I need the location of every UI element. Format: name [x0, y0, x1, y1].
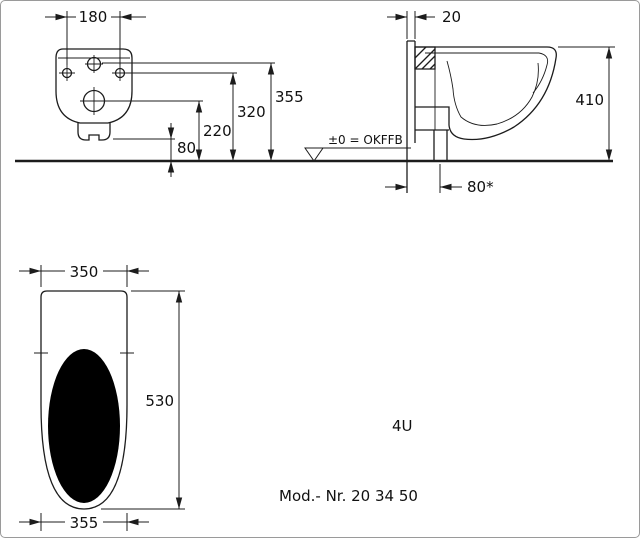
model-number-label: Mod.- Nr. 20 34 50 — [279, 487, 418, 505]
mounting-hole-left-icon — [59, 65, 75, 81]
variant-label: 4U — [392, 417, 413, 435]
drain-pipe — [433, 130, 448, 161]
dim-label-20: 20 — [442, 8, 461, 26]
bowl-cavity-line — [446, 60, 539, 126]
water-area-outline — [68, 381, 100, 409]
water-inlet-hole-icon — [85, 55, 103, 73]
dim-label-80-height: 80 — [177, 139, 196, 157]
dim-label-350: 350 — [70, 263, 99, 281]
wall-section-hatch — [414, 46, 436, 70]
side-view-dimensions: 20 410 80* ±0 = OKFFB — [304, 8, 615, 196]
annotations: 4U Mod.- Nr. 20 34 50 — [279, 417, 418, 505]
side-view — [406, 40, 557, 193]
wall-line — [406, 40, 416, 193]
dim-label-355-width: 355 — [70, 514, 99, 532]
dim-label-355-height: 355 — [275, 88, 304, 106]
mounting-hole-right-icon — [112, 65, 128, 81]
front-view — [55, 48, 133, 141]
bowl-front-outline — [55, 48, 133, 124]
dim-label-180: 180 — [79, 8, 108, 26]
floor-reference-label: ±0 = OKFFB — [328, 133, 403, 147]
plan-view — [34, 290, 134, 510]
bowl-side-outline — [415, 46, 557, 141]
bowl-plan-outline — [40, 290, 128, 510]
dim-label-530: 530 — [145, 392, 174, 410]
level-marker-icon — [304, 147, 324, 162]
dim-label-220: 220 — [203, 122, 232, 140]
front-view-dimensions: 180 355 320 220 80 — [45, 8, 304, 177]
dim-label-80-star: 80* — [467, 178, 494, 196]
dim-label-410: 410 — [575, 91, 604, 109]
plan-view-dimensions: 350 530 355 — [19, 263, 185, 532]
outlet-foot-outline — [77, 123, 111, 141]
dim-label-320: 320 — [237, 103, 266, 121]
rim-inner-line — [425, 52, 549, 94]
drain-hole-icon — [80, 87, 108, 115]
